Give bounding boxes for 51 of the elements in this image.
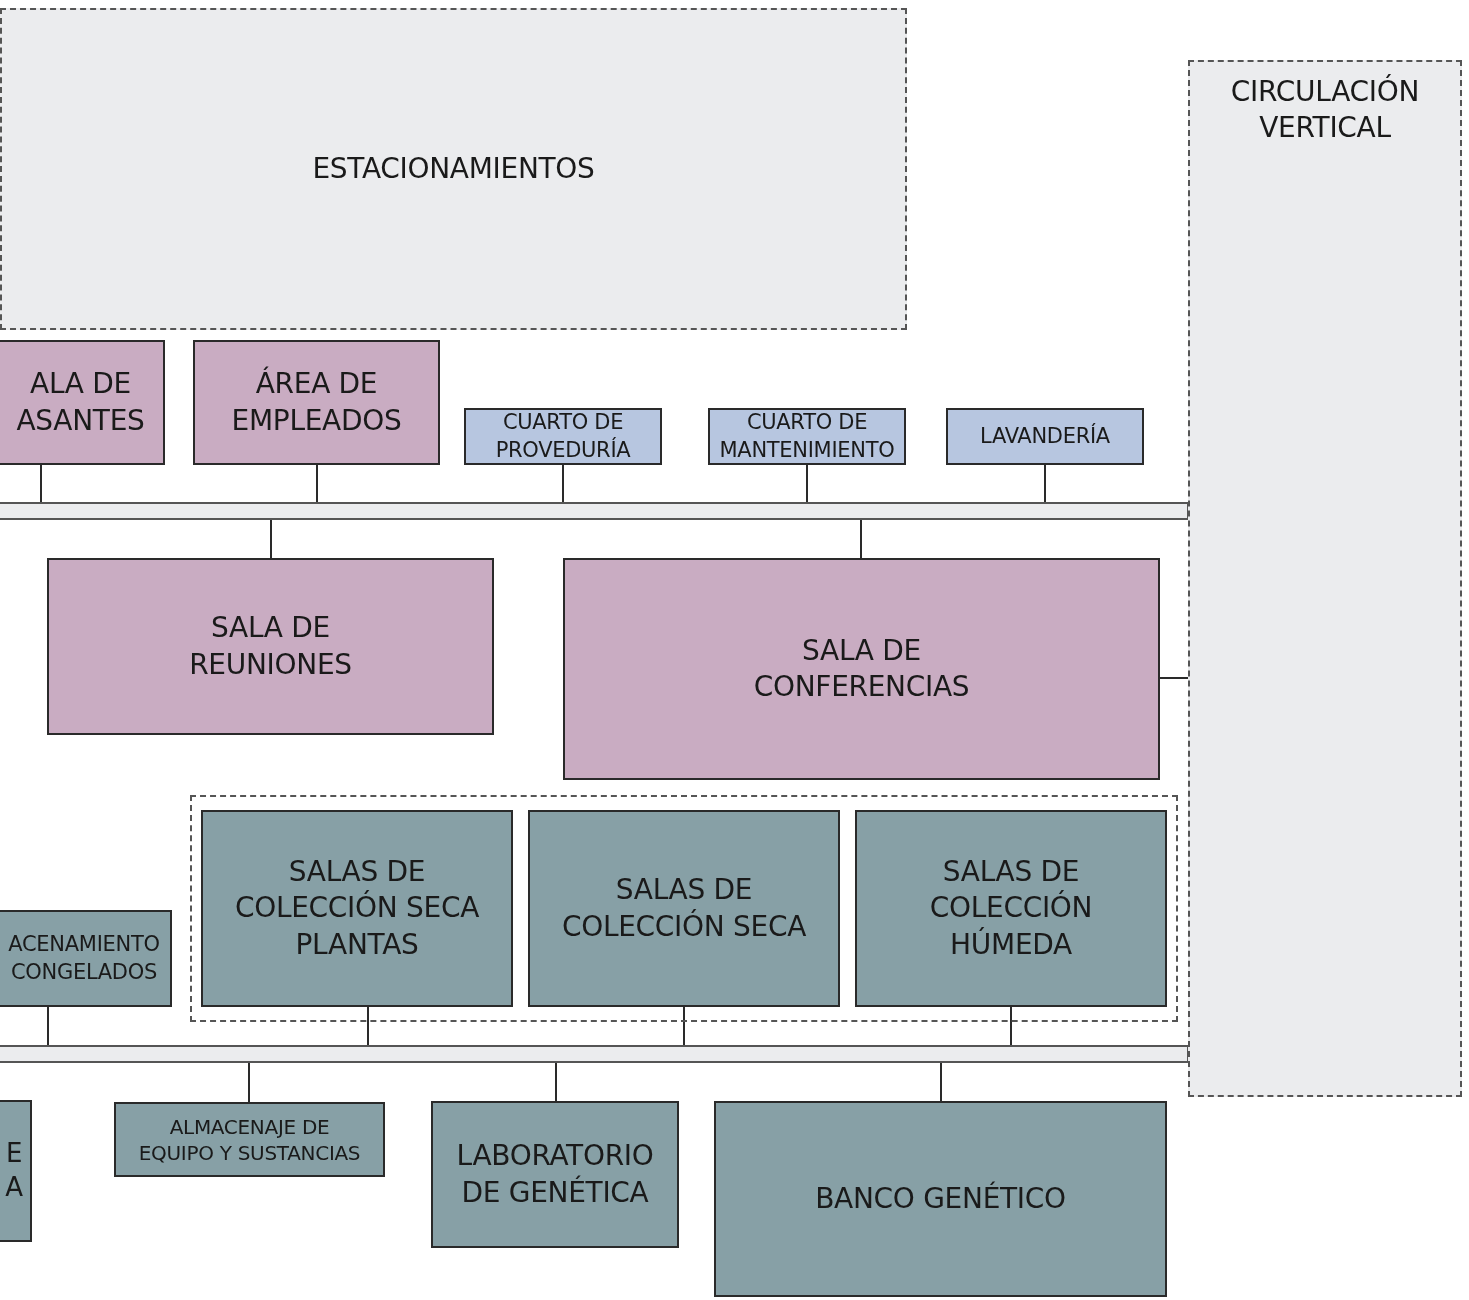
room-label: SALAS DE COLECCIÓN SECA: [560, 872, 808, 945]
connector-line: [683, 1006, 685, 1046]
room-box: [193, 340, 440, 465]
room-box: [855, 810, 1167, 1007]
room-label: ÁREA DE EMPLEADOS: [230, 366, 403, 439]
room-box: [47, 558, 494, 735]
zone-area: [0, 8, 907, 330]
room-label: SALA DE REUNIONES: [188, 610, 353, 683]
room-label: E A: [4, 1137, 24, 1204]
room-box: [0, 340, 165, 465]
connector-line: [270, 519, 272, 559]
connector-line: [316, 464, 318, 503]
room-box: [0, 1100, 32, 1242]
room-box: [714, 1101, 1167, 1297]
room-label: LAVANDERÍA: [979, 422, 1111, 450]
room-box: [563, 558, 1160, 780]
connector-line: [806, 464, 808, 503]
room-label: ESTACIONAMIENTOS: [311, 150, 596, 187]
room-label: SALAS DE COLECCIÓN SECA PLANTAS: [233, 853, 481, 963]
room-box: [528, 810, 840, 1007]
room-label: CIRCULACIÓN VERTICAL: [1229, 74, 1421, 147]
room-label: SALAS DE COLECCIÓN HÚMEDA: [928, 853, 1094, 963]
room-box: [431, 1101, 679, 1248]
room-label: SALA DE CONFERENCIAS: [752, 632, 971, 705]
room-label: CUARTO DE PROVEDURÍA: [494, 409, 632, 464]
room-label: CUARTO DE MANTENIMIENTO: [718, 409, 896, 464]
connector-line: [1010, 1006, 1012, 1046]
connector-line: [562, 464, 564, 503]
room-box: [0, 910, 172, 1007]
room-label: LABORATORIO DE GENÉTICA: [455, 1138, 655, 1211]
connector-line: [555, 1062, 557, 1102]
room-box: [464, 408, 662, 465]
room-label: ALA DE ASANTES: [15, 366, 146, 439]
connector-line: [1044, 464, 1046, 503]
connector-line: [940, 1062, 942, 1102]
room-label: ALMACENAJE DE EQUIPO Y SUSTANCIAS: [137, 1113, 362, 1166]
room-box: [201, 810, 513, 1007]
connector-line: [367, 1006, 369, 1046]
connector-line: [47, 1006, 49, 1046]
corridor-bar: [0, 1045, 1188, 1063]
corridor-bar: [0, 502, 1188, 520]
connector-line: [1159, 677, 1189, 679]
room-box: [946, 408, 1144, 465]
connector-line: [860, 519, 862, 559]
connector-line: [248, 1062, 250, 1103]
room-box: [114, 1102, 385, 1177]
room-label: ACENAMIENTO CONGELADOS: [7, 931, 161, 986]
dashed-group-frame: [190, 795, 1178, 1022]
connector-line: [40, 464, 42, 503]
room-label: BANCO GENÉTICO: [814, 1180, 1067, 1217]
zone-area: [1188, 60, 1462, 1097]
